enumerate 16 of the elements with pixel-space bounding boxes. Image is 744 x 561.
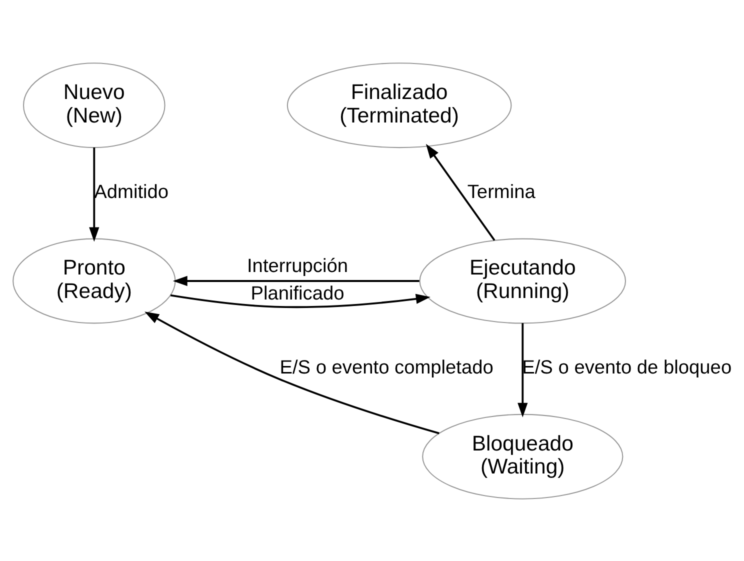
node-ellipse: Finalizado (Terminated): [286, 62, 512, 148]
edge-label: Planificado: [250, 283, 344, 304]
node-ellipse: Nuevo (New): [22, 62, 166, 148]
edge-label: E/S o evento completado: [280, 356, 494, 378]
edge-label: Admitido: [94, 181, 169, 202]
arrow: [518, 322, 528, 417]
arrow: [170, 293, 430, 308]
arrow: [172, 275, 420, 286]
arrow: [89, 147, 100, 242]
arrow: [426, 143, 496, 240]
edge-label: Termina: [467, 181, 536, 202]
arrow: [144, 311, 440, 434]
edge-label: E/S o evento de bloqueo: [522, 356, 732, 378]
node-ellipse: Bloqueado (Waiting): [422, 413, 624, 499]
edge-label: Interrupción: [246, 255, 348, 276]
node-ellipse: Ejecutando (Running): [419, 238, 626, 324]
